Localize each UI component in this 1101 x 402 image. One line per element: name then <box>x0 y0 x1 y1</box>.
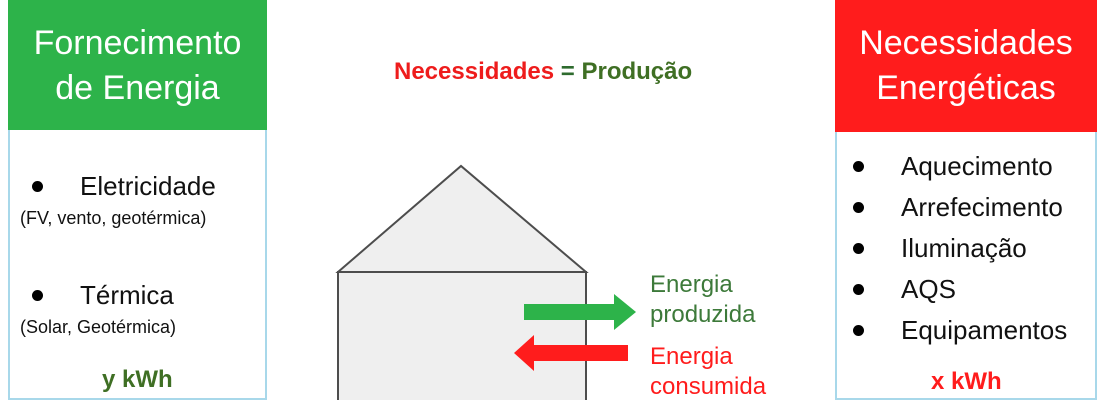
bullet-icon <box>853 284 864 295</box>
bullet-icon <box>32 181 43 192</box>
bullet-icon <box>853 243 864 254</box>
energy-supply-title-line1: Fornecimento <box>33 24 242 62</box>
house-roof <box>335 164 589 273</box>
energy-needs-header: Necessidades Energéticas <box>835 0 1097 132</box>
equation-equals: = <box>560 58 575 85</box>
supply-total: y kWh <box>102 366 173 393</box>
energy-produced-label: Energia produzida <box>650 271 756 328</box>
supply-item-label: Eletricidade <box>80 171 216 201</box>
energy-consumed-arrow <box>514 335 628 371</box>
energy-supply-panel: Fornecimento de Energia <box>8 0 267 400</box>
energy-supply-header: Fornecimento de Energia <box>8 0 267 130</box>
needs-item-label: Equipamentos <box>901 315 1068 345</box>
energy-needs-title-line1: Necessidades <box>859 24 1073 62</box>
bullet-icon <box>853 325 864 336</box>
needs-item-label: AQS <box>901 274 956 304</box>
energy-supply-title-line2: de Energia <box>55 69 220 107</box>
energy-produced-arrow <box>524 294 636 330</box>
equation-production: Produção <box>581 58 693 85</box>
needs-item-label: Aquecimento <box>901 151 1053 181</box>
bullet-icon <box>853 202 864 213</box>
bullet-icon <box>32 290 43 301</box>
balance-equation: Necessidades = Produção <box>394 58 692 86</box>
supply-item-detail: (Solar, Geotérmica) <box>20 317 177 337</box>
energy-needs-panel: Necessidades Energéticas <box>835 0 1097 400</box>
house-body <box>337 271 587 400</box>
energy-consumed-label: Energia consumida <box>650 343 767 400</box>
supply-item-detail: (FV, vento, geotérmica) <box>20 208 207 228</box>
needs-item-label: Iluminação <box>901 233 1027 263</box>
needs-item-label: Arrefecimento <box>901 192 1063 222</box>
needs-total: x kWh <box>931 368 1002 395</box>
supply-item-label: Térmica <box>80 280 174 310</box>
energy-needs-title-line2: Energéticas <box>876 69 1056 107</box>
bullet-icon <box>853 161 864 172</box>
equation-needs: Necessidades <box>394 58 555 85</box>
